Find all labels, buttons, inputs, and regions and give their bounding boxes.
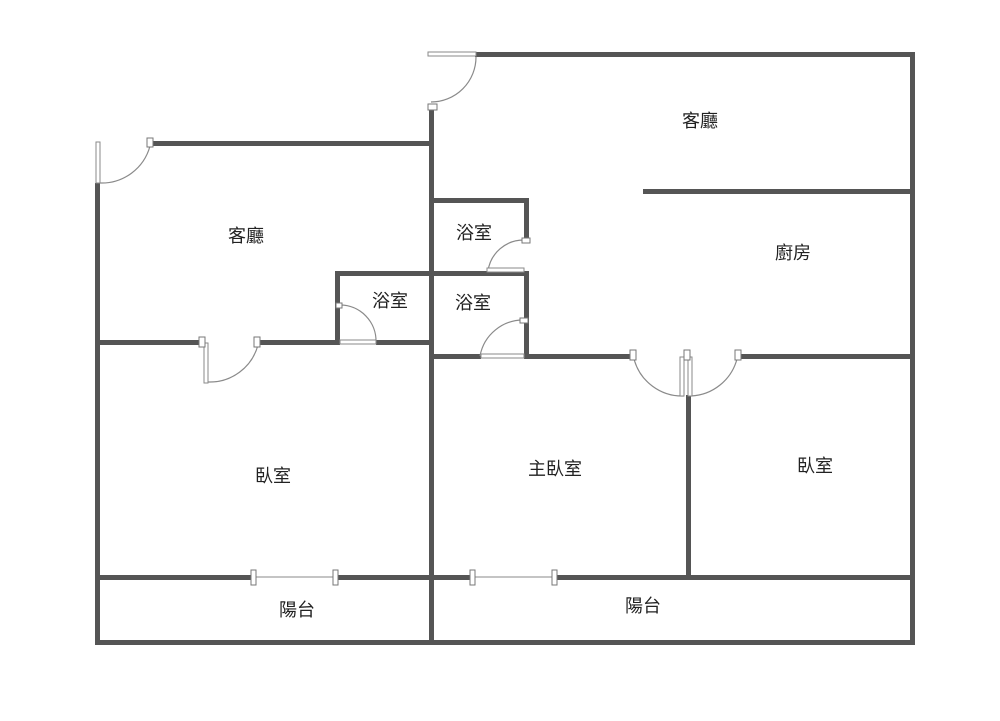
right-balcony-window: [469, 569, 558, 586]
room-label-kitchen: 廚房: [775, 242, 811, 264]
wall-small-bath-top: [335, 271, 434, 276]
room-label-balcony-left: 陽台: [279, 600, 315, 621]
wall-left-bed-top-b: [258, 340, 340, 345]
room-label-living-left: 客廳: [228, 226, 264, 247]
walls: [95, 52, 915, 645]
wall-balcony-left-a: [95, 575, 253, 580]
wall-bottom: [95, 640, 915, 645]
wall-right-bed-top: [737, 354, 915, 359]
room-label-balcony-right: 陽台: [625, 596, 661, 617]
wall-center-lower: [429, 146, 434, 645]
door-entrance-right: [427, 51, 477, 111]
wall-bath-right-upper: [524, 198, 529, 240]
wall-master-top-a: [429, 354, 481, 359]
wall-left-bed-top-a: [95, 340, 201, 345]
door-bath-mid-right: [479, 317, 529, 359]
wall-bath-right-lower: [524, 276, 529, 358]
wall-top-right: [475, 52, 915, 57]
doors: [95, 51, 742, 397]
wall-center-upper: [429, 110, 434, 146]
room-label-bedroom-left: 臥室: [255, 466, 291, 487]
wall-bed-divider: [686, 395, 691, 578]
wall-balcony-right-b: [556, 575, 915, 580]
left-balcony-window: [250, 569, 339, 586]
wall-left-outer: [95, 183, 100, 645]
wall-kitchen-top: [643, 189, 915, 194]
room-label-living-right: 客廳: [682, 111, 718, 132]
wall-bath-top: [429, 198, 529, 203]
balcony-windows: [250, 569, 558, 586]
wall-balcony-right-a: [429, 575, 472, 580]
wall-top-left: [150, 141, 434, 146]
door-bath-top: [486, 237, 531, 273]
wall-master-top-b: [524, 354, 634, 359]
wall-left-bed-top-c: [376, 340, 434, 345]
door-entrance-left: [95, 137, 154, 184]
wall-bath-divider: [429, 271, 529, 276]
wall-right-outer: [910, 52, 915, 645]
room-label-bath-mid: 浴室: [455, 293, 491, 314]
room-label-bedroom-right: 臥室: [797, 456, 833, 477]
wall-balcony-left-b: [337, 575, 434, 580]
door-bedroom-right: [683, 349, 742, 397]
room-label-bath-small: 浴室: [372, 291, 408, 312]
door-bath-small: [335, 302, 377, 345]
door-master-bedroom: [629, 349, 685, 397]
room-label-bath-top: 浴室: [456, 223, 492, 244]
room-labels: 客廳 客廳 浴室 浴室 浴室 廚房 臥室 主臥室 臥室 陽台 陽台: [228, 111, 833, 621]
door-bedroom-left: [198, 336, 261, 384]
room-label-master-bedroom: 主臥室: [528, 459, 582, 480]
